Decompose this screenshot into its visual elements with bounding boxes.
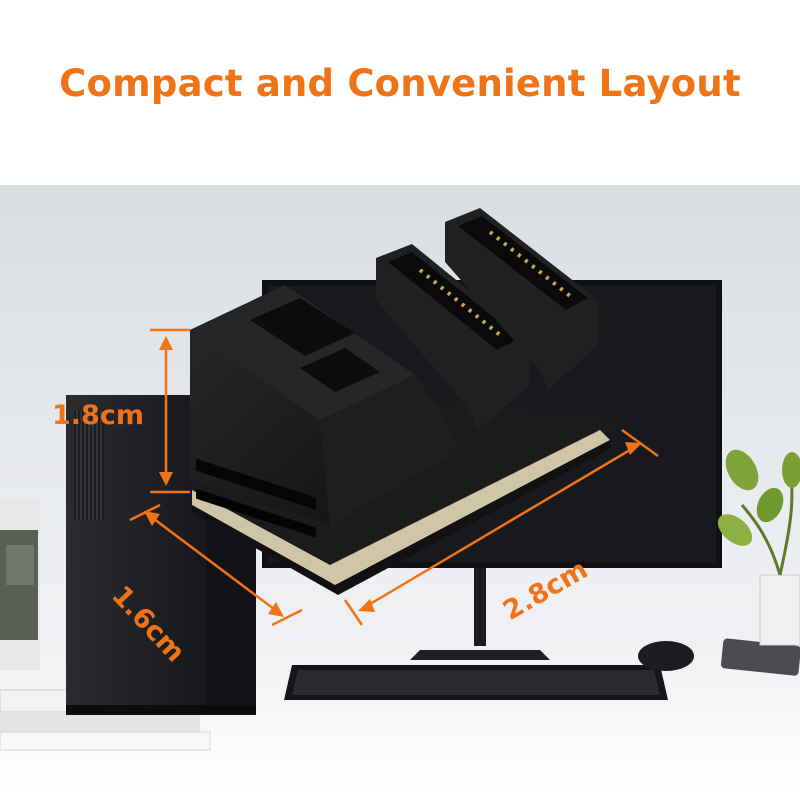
dimension-width-arrow <box>343 428 659 626</box>
keyboard <box>284 665 668 700</box>
product-photo <box>0 185 800 800</box>
sata-port-2 <box>445 208 598 390</box>
dimension-height-arrow <box>150 328 190 494</box>
sata-port-1 <box>376 244 530 430</box>
mouse <box>638 641 694 671</box>
dimension-depth-arrow <box>129 503 303 627</box>
phone <box>720 638 800 676</box>
sata-adapter <box>190 208 630 595</box>
dimension-height-label: 1.8cm <box>52 400 144 431</box>
headline: Compact and Convenient Layout <box>59 62 741 105</box>
plant <box>717 449 800 646</box>
title-band <box>0 0 800 185</box>
